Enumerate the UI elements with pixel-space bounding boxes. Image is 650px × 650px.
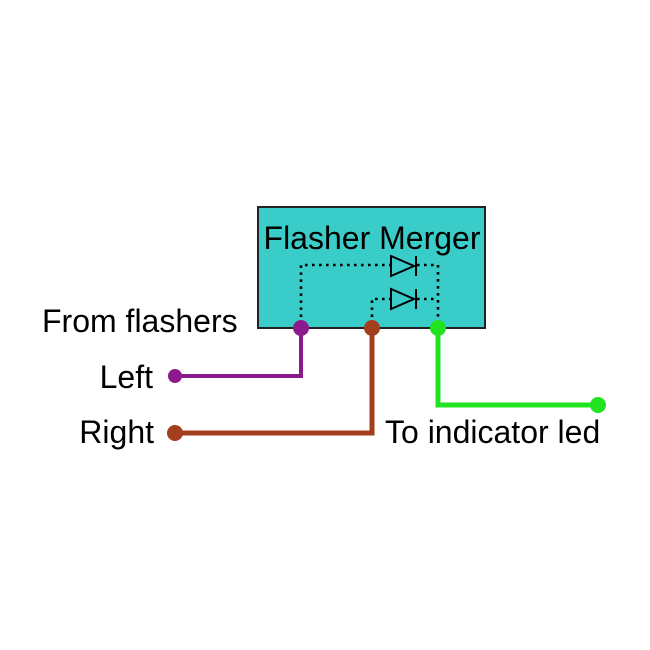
dotted-path-left-input bbox=[299, 263, 391, 324]
right-input-label: Right bbox=[79, 414, 154, 450]
output-label: To indicator led bbox=[385, 414, 600, 450]
dotted-path-right-input bbox=[370, 297, 391, 324]
dotted-path-top-output bbox=[417, 263, 440, 324]
box-title: Flasher Merger bbox=[264, 220, 481, 256]
right-wire-end-dot bbox=[167, 425, 183, 441]
left-wire-end-dot bbox=[168, 369, 182, 383]
diode-icon bbox=[390, 254, 417, 278]
right-wire-box-terminal-dot bbox=[364, 320, 380, 336]
diode-icon bbox=[390, 287, 417, 311]
diode-triangle bbox=[390, 287, 417, 311]
right-input-wire bbox=[175, 326, 375, 436]
left-input-label: Left bbox=[100, 359, 153, 395]
left-input-wire bbox=[175, 326, 303, 378]
diode-triangle bbox=[390, 254, 417, 278]
output-wire bbox=[435, 326, 598, 408]
output-wire-end-dot bbox=[590, 397, 606, 413]
output-wire-box-terminal-dot bbox=[430, 320, 446, 336]
from-flashers-label: From flashers bbox=[42, 303, 238, 339]
left-wire-box-terminal-dot bbox=[293, 320, 309, 336]
